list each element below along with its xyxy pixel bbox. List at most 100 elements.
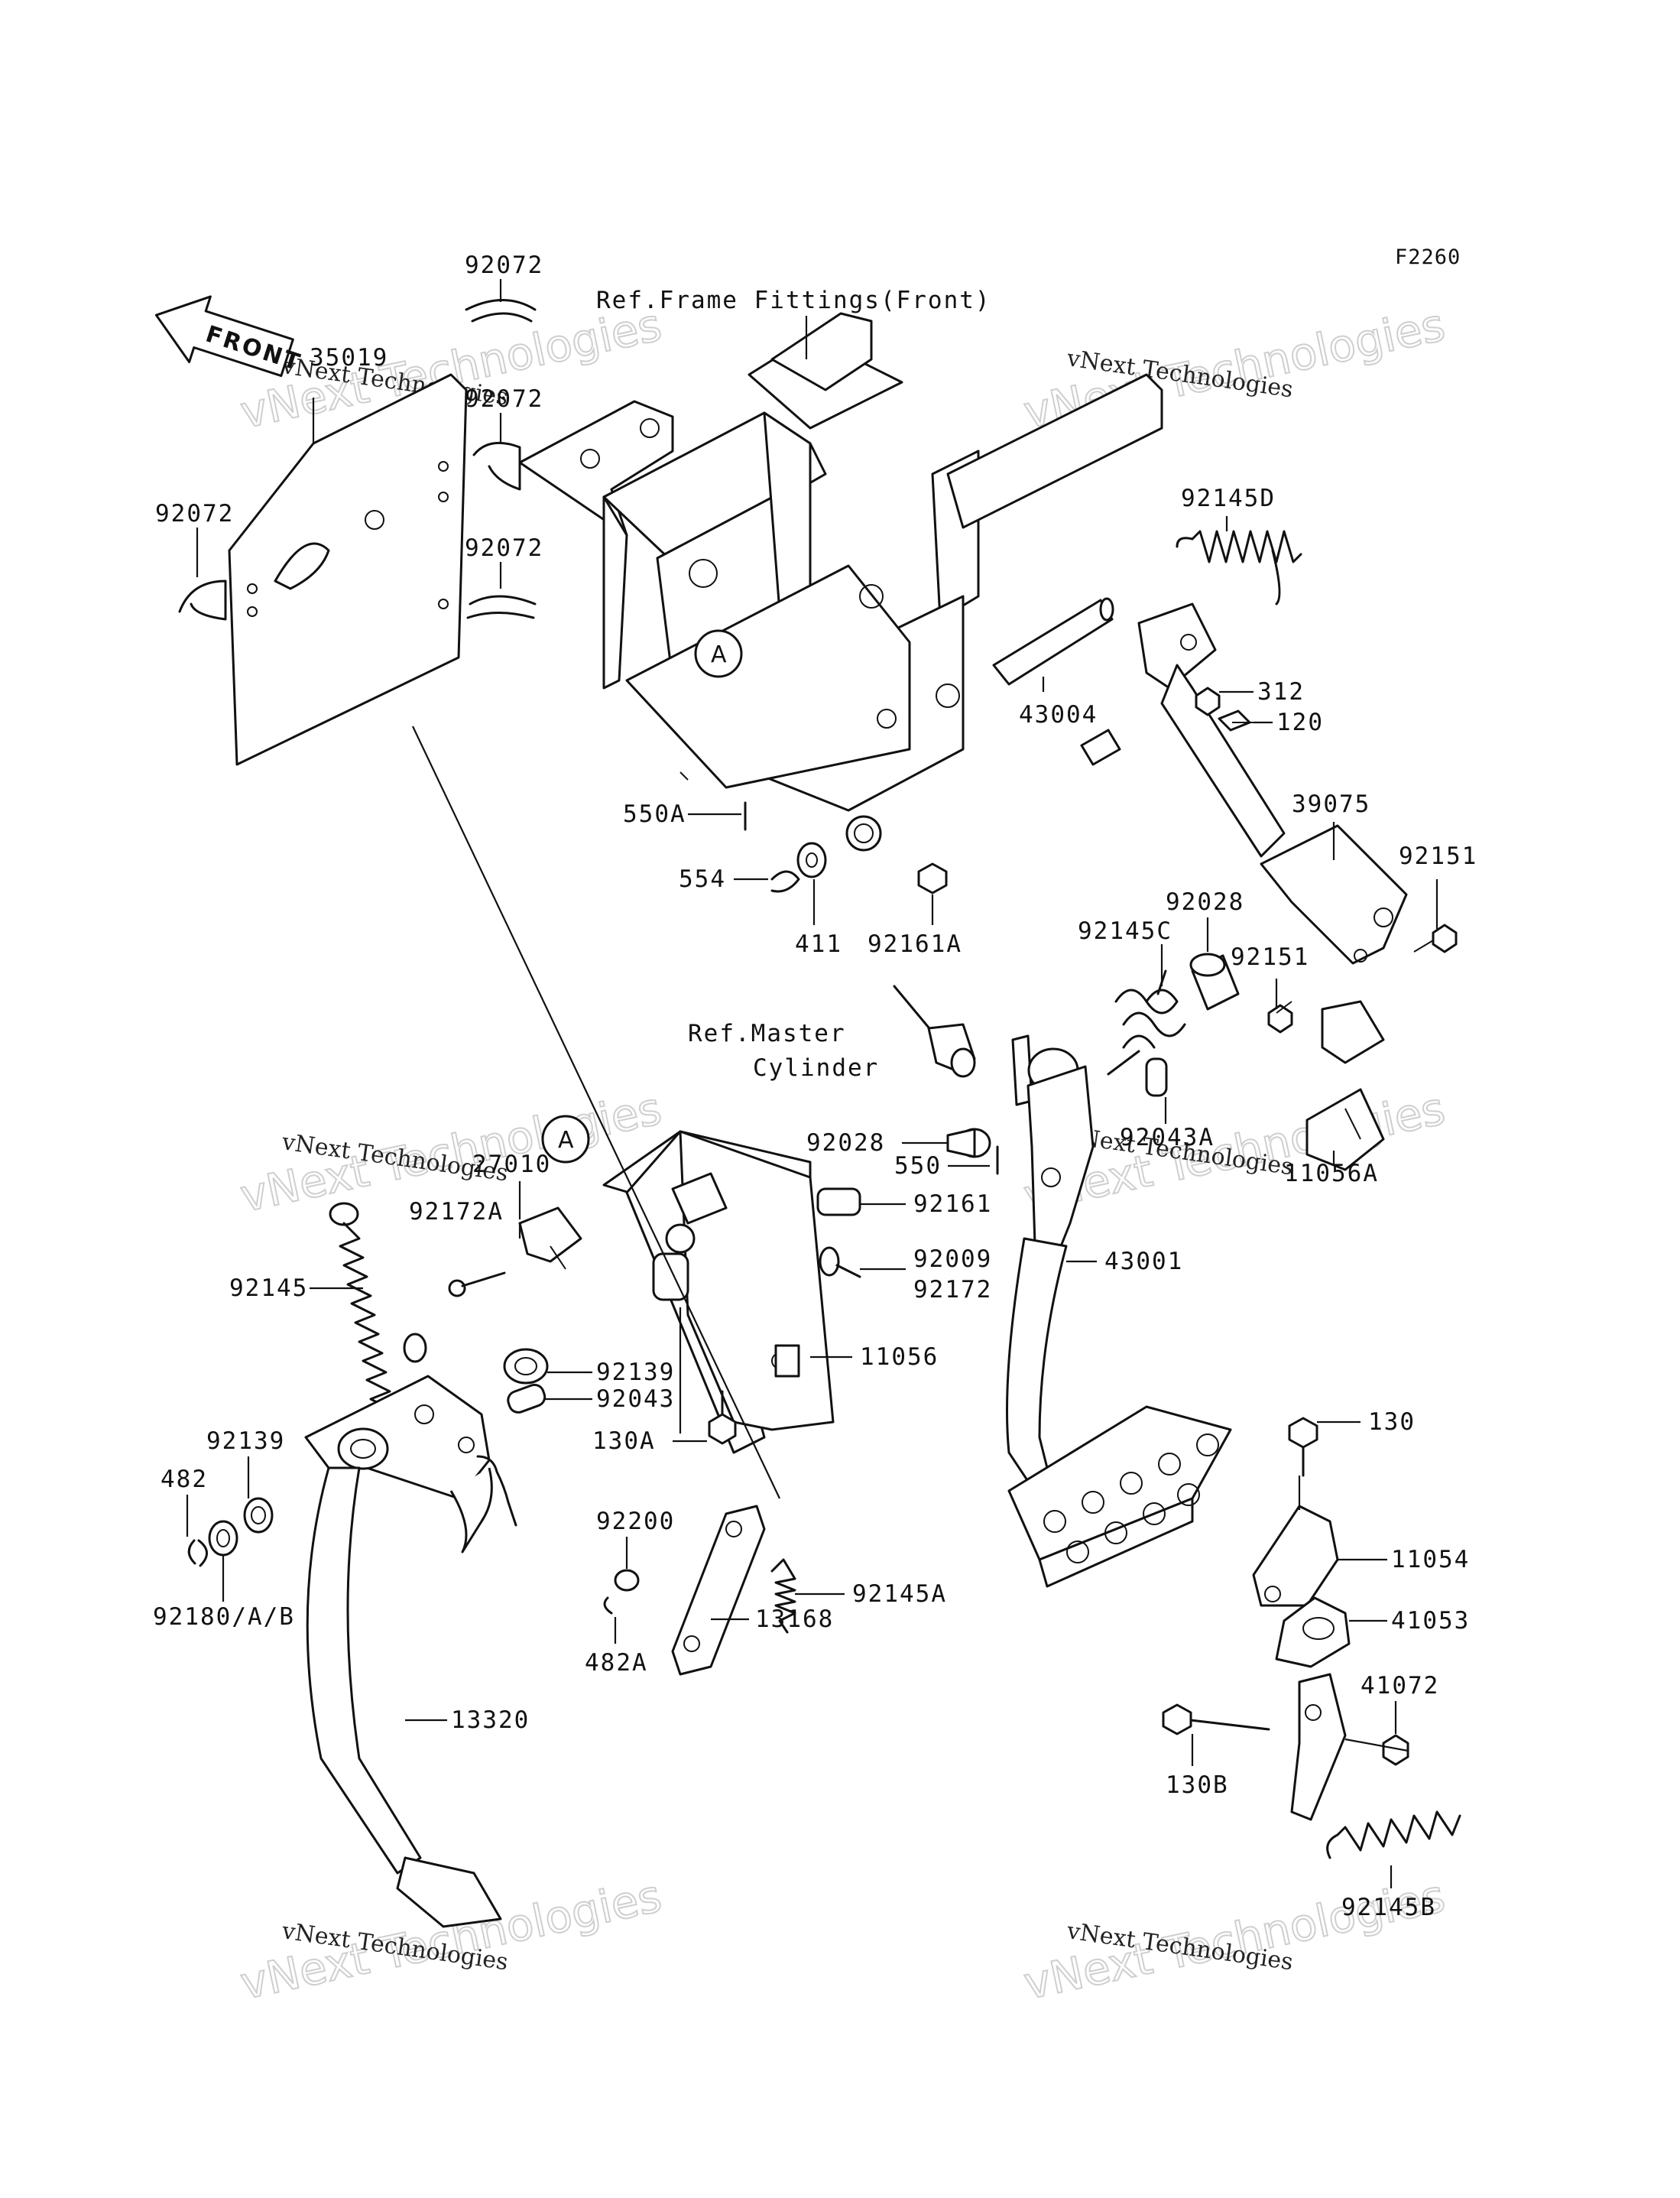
part-label: 554 bbox=[679, 865, 726, 893]
washer-92180 bbox=[208, 1520, 238, 1557]
part-label: 92151 bbox=[1231, 943, 1309, 971]
pedal-bracket-11056: A bbox=[541, 1115, 835, 1454]
part-label: 92028 bbox=[806, 1129, 885, 1157]
part-label: 92043A bbox=[1120, 1124, 1215, 1151]
part-labels: 92072 35019 92072 92072 92072 92145D 312… bbox=[153, 252, 1477, 1921]
spring-92145D bbox=[1176, 530, 1302, 606]
bolt-130A bbox=[708, 1390, 737, 1445]
bushing-92028-b bbox=[946, 1128, 991, 1158]
bushing-92139-a bbox=[503, 1348, 549, 1385]
bracket-11056A bbox=[1305, 1088, 1385, 1171]
lever-13168 bbox=[671, 1505, 766, 1676]
master-cylinder-rod bbox=[893, 985, 976, 1078]
washer-92200 bbox=[614, 1569, 640, 1592]
nut-312 bbox=[1195, 687, 1221, 716]
link-41053 bbox=[1275, 1596, 1351, 1821]
part-label: 13168 bbox=[755, 1605, 834, 1633]
part-label: 312 bbox=[1257, 678, 1305, 706]
pedal-pad-holes bbox=[1043, 1433, 1219, 1563]
part-label: 39075 bbox=[1292, 791, 1370, 818]
snap-ring-482 bbox=[187, 1539, 208, 1567]
clip-92072-a bbox=[465, 299, 537, 323]
watermark-bottom-right: vNext Technologies vNext Technologies bbox=[1019, 1869, 1450, 2011]
pin-92043A bbox=[1145, 1057, 1168, 1097]
part-label: 92161 bbox=[913, 1190, 992, 1218]
bracket-11054 bbox=[1252, 1505, 1339, 1607]
bolt-130B bbox=[1162, 1703, 1270, 1735]
part-label: 411 bbox=[795, 930, 842, 958]
part-label: 130 bbox=[1368, 1408, 1416, 1436]
clip-92072-c bbox=[466, 595, 537, 619]
part-label: 482A bbox=[585, 1649, 648, 1677]
clutch-pedal-13320 bbox=[304, 1375, 517, 1928]
ref-master-cylinder-label-2: Cylinder bbox=[753, 1054, 879, 1082]
bushing-92028-a bbox=[1189, 953, 1240, 1011]
shaft-43004 bbox=[992, 597, 1121, 766]
part-label: 92161A bbox=[868, 930, 962, 958]
ref-master-cylinder-label-1: Ref.Master bbox=[688, 1020, 846, 1047]
part-label: 92139 bbox=[206, 1427, 285, 1455]
part-label: 92172 bbox=[913, 1276, 992, 1304]
part-label: 92145 bbox=[229, 1274, 308, 1302]
switch-27010 bbox=[518, 1206, 582, 1270]
part-label: 92139 bbox=[596, 1359, 675, 1386]
bushing-92139-b bbox=[243, 1497, 274, 1534]
screw-92172A bbox=[448, 1271, 506, 1297]
part-label: 92145D bbox=[1181, 485, 1276, 512]
part-label: 550 bbox=[894, 1152, 942, 1180]
spring-92145 bbox=[329, 1202, 427, 1420]
part-label: 120 bbox=[1276, 709, 1324, 736]
washer-411 bbox=[796, 842, 827, 878]
part-label: 13320 bbox=[451, 1706, 530, 1734]
part-label: 92072 bbox=[465, 534, 543, 562]
part-label: 92172A bbox=[409, 1198, 504, 1226]
bolt-92009 bbox=[819, 1246, 861, 1278]
part-label: 92151 bbox=[1399, 843, 1477, 870]
part-label: 92200 bbox=[596, 1508, 675, 1535]
stopper-92161 bbox=[816, 1187, 861, 1216]
spring-92145B bbox=[1326, 1810, 1461, 1859]
part-label: 92072 bbox=[465, 252, 543, 279]
part-label: 130A bbox=[592, 1427, 656, 1455]
part-label: 550A bbox=[623, 800, 686, 828]
part-label: 11054 bbox=[1391, 1546, 1470, 1573]
ref-frame-fittings-label: Ref.Frame Fittings(Front) bbox=[596, 287, 991, 314]
part-label: 130B bbox=[1166, 1771, 1229, 1799]
brake-pedal-43001 bbox=[1006, 1034, 1232, 1588]
spring-92145C bbox=[1107, 969, 1186, 1076]
part-label: 92072 bbox=[465, 385, 543, 413]
snap-ring-482A bbox=[603, 1596, 613, 1615]
nut-92161A bbox=[917, 862, 948, 894]
part-label: 92145A bbox=[852, 1580, 947, 1608]
part-label: 92043 bbox=[596, 1385, 675, 1413]
ref-marker-a-bottom: A bbox=[558, 1127, 574, 1154]
part-label: 11056 bbox=[860, 1343, 939, 1371]
part-label: 43004 bbox=[1019, 701, 1098, 729]
ref-marker-a-top: A bbox=[711, 641, 727, 668]
bolt-92151b bbox=[1267, 1001, 1293, 1034]
spring-92145A bbox=[770, 1558, 796, 1634]
part-label: 27010 bbox=[472, 1151, 551, 1178]
figure-code: F2260 bbox=[1395, 245, 1461, 269]
part-label: 41072 bbox=[1361, 1672, 1439, 1700]
part-label: 41053 bbox=[1391, 1607, 1470, 1635]
part-label: 43001 bbox=[1104, 1248, 1183, 1275]
clip-554 bbox=[770, 870, 800, 893]
part-label: 11056A bbox=[1284, 1160, 1379, 1187]
main-frame-bracket: A bbox=[518, 312, 1163, 852]
part-label: 92180/A/B bbox=[153, 1603, 295, 1631]
part-label: 92145B bbox=[1341, 1894, 1436, 1921]
part-label: 482 bbox=[161, 1466, 208, 1493]
part-label: 92072 bbox=[155, 500, 234, 528]
bolt-130 bbox=[1288, 1417, 1318, 1477]
leader-lines bbox=[186, 279, 1438, 1888]
part-label: 92009 bbox=[913, 1245, 992, 1273]
bolt-92151a bbox=[1413, 924, 1458, 953]
clip-92072-b bbox=[472, 441, 521, 491]
clip-92072-d bbox=[178, 580, 227, 621]
pin-92043 bbox=[507, 1383, 546, 1414]
bolt-120 bbox=[1218, 709, 1254, 732]
part-label: 35019 bbox=[310, 344, 388, 372]
nut-41072 bbox=[1382, 1734, 1409, 1766]
